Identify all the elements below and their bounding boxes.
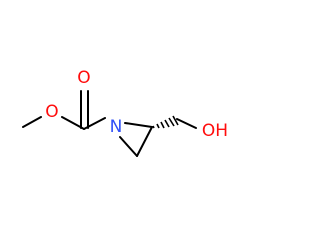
stereo-hashed-wedge bbox=[152, 115, 179, 129]
atom-ring-nitrogen: N bbox=[110, 117, 123, 137]
atom-hydroxyl: OH bbox=[202, 121, 228, 141]
bond-nitrogen-ring-ch bbox=[124, 122, 153, 128]
bond-ch2-hydroxyl bbox=[176, 118, 197, 129]
atom-carbonyl-oxygen: O bbox=[77, 68, 90, 88]
bond-nitrogen-ring-ch2 bbox=[119, 136, 138, 157]
bond-carbonyl-nitrogen bbox=[83, 117, 106, 130]
molecule-diagram: O O N OH bbox=[22, 68, 228, 157]
bond-methyl-ester-oxygen bbox=[22, 116, 42, 128]
atom-ester-oxygen: O bbox=[45, 102, 58, 122]
bond-ring-ch-ch2 bbox=[136, 126, 153, 157]
